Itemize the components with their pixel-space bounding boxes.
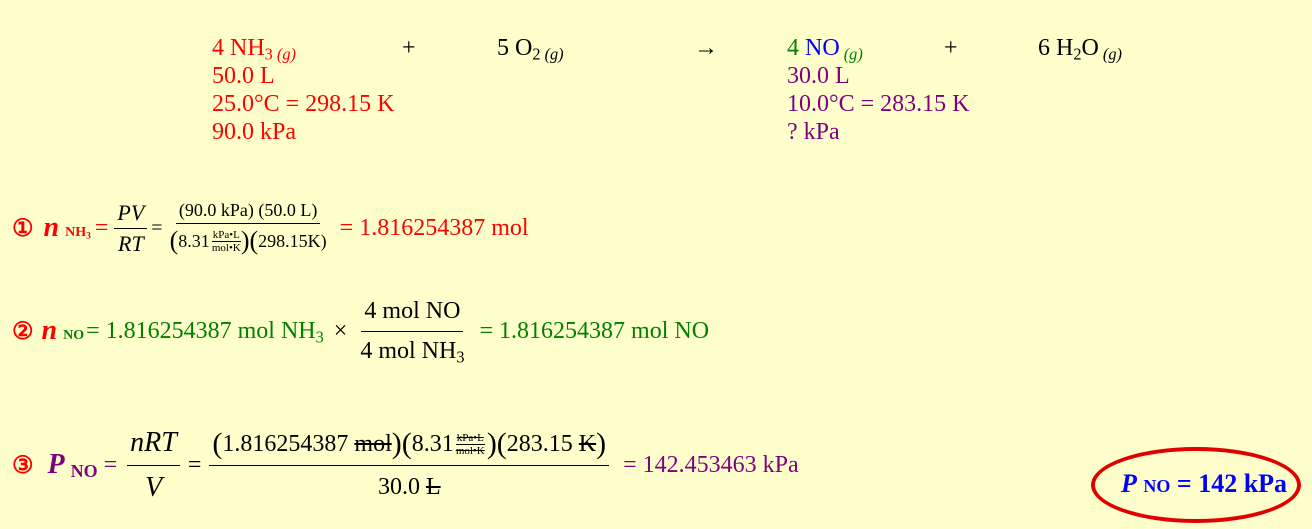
plus-sign-1: + (402, 35, 416, 61)
mole-ratio: 4 mol NO 4 mol NH3 (360, 297, 465, 367)
step2-marker: ② (12, 318, 34, 345)
step2-var: n (41, 315, 58, 346)
final-answer: P NO = 142 kPa (1121, 469, 1288, 498)
plus-sign-2: + (944, 35, 958, 61)
step3-line: ③ P NO = nRT V = (1.816254387 mol)(8.31 … (12, 426, 799, 504)
reactant-nh3: 4 NH3 (g) (212, 35, 296, 64)
step1-result: = 1.816254387 mol (339, 214, 529, 241)
nh3-pressure: 90.0 kPa (212, 119, 296, 145)
nh3-volume: 50.0 L (212, 63, 275, 89)
product-no: 4 NO (g) (787, 35, 863, 64)
nrt-over-v: nRT V (127, 427, 180, 504)
step3-marker: ③ (12, 452, 34, 479)
step1-marker: ① (12, 215, 34, 242)
pv-over-rt: PV RT (114, 200, 148, 257)
reactant-o2: 5 O2 (g) (497, 35, 564, 64)
step2-line: ② n NO = 1.816254387 mol NH3 × 4 mol NO … (12, 297, 710, 367)
nh3-temperature: 25.0°C = 298.15 K (212, 91, 395, 117)
reaction-arrow: → (694, 35, 718, 61)
no-temperature: 10.0°C = 283.15 K (787, 91, 970, 117)
step3-var: P (47, 449, 65, 480)
step1-var: n (43, 212, 60, 243)
step3-result: = 142.453463 kPa (623, 451, 799, 478)
final-answer-oval (1091, 447, 1301, 523)
no-volume: 30.0 L (787, 63, 850, 89)
product-h2o: 6 H2O (g) (1038, 35, 1122, 64)
step1-line: ① n NH3 = PV RT = (90.0 kPa) (50.0 L) (8… (12, 199, 529, 257)
no-pressure: ? kPa (787, 119, 840, 145)
step2-result: = 1.816254387 mol NO (479, 317, 710, 344)
